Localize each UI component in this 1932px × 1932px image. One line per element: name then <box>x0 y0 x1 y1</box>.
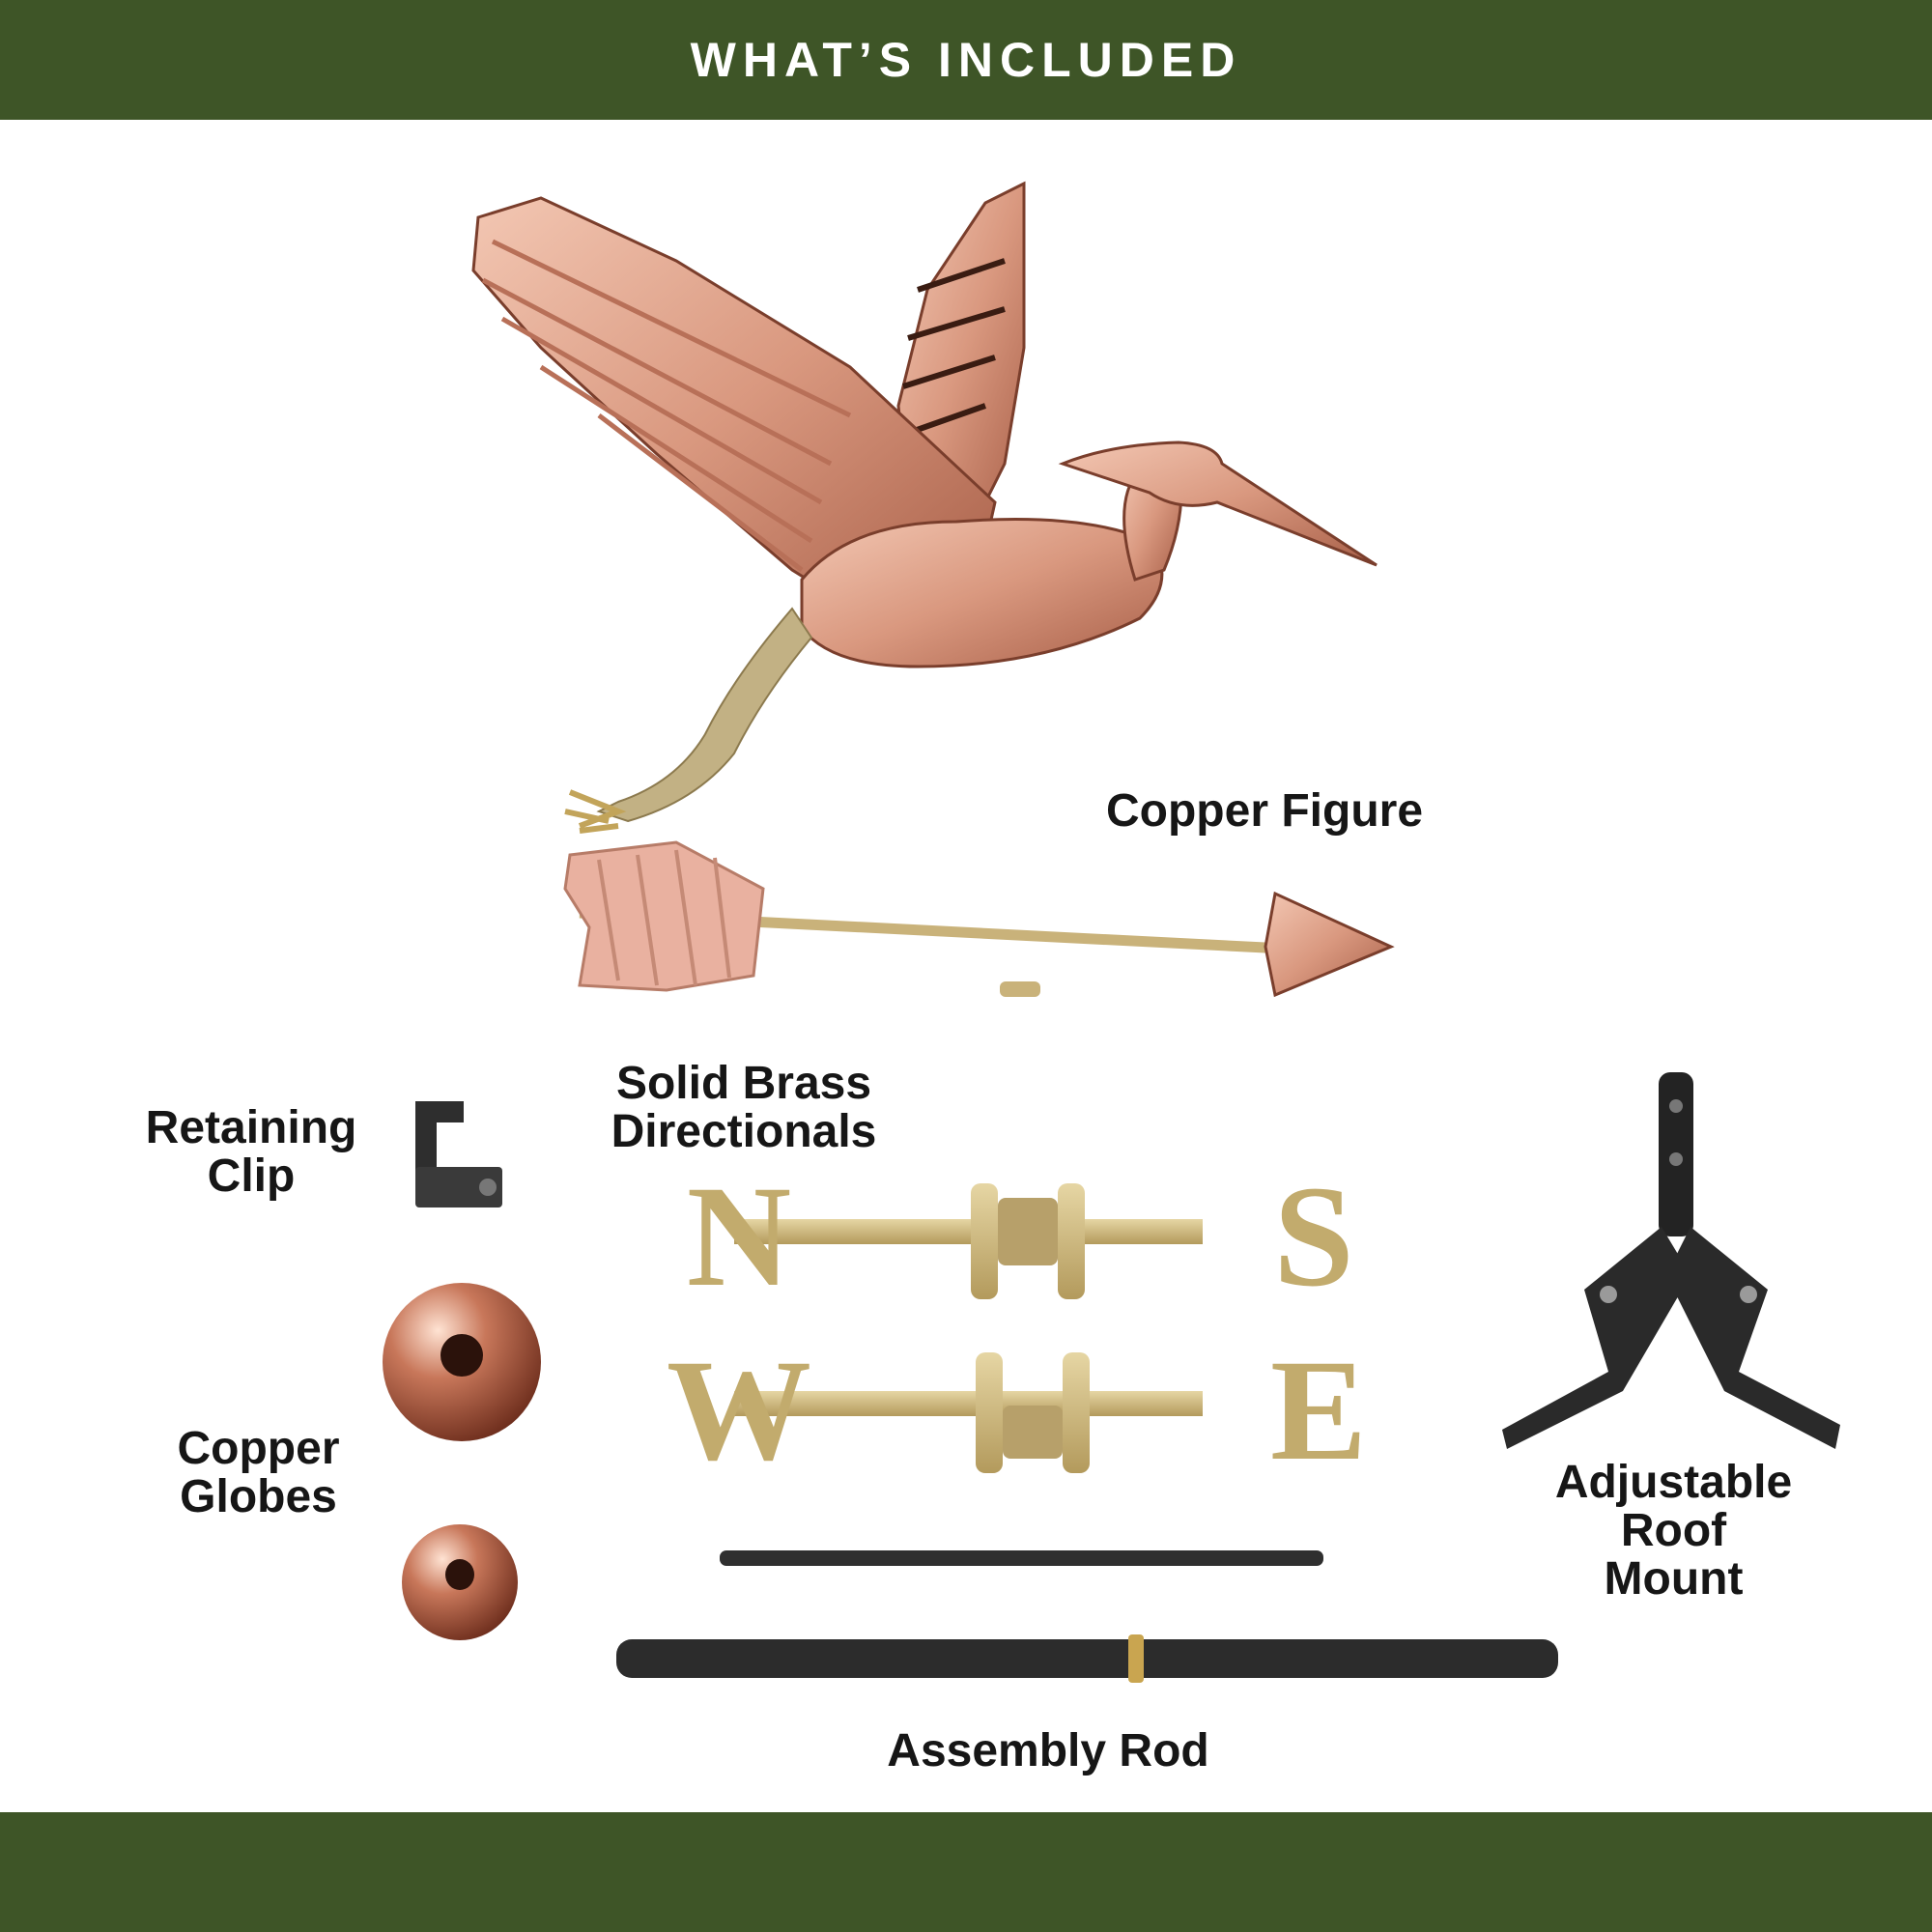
directional-letter-s: S <box>1273 1156 1354 1317</box>
retaining-clip-part <box>415 1101 502 1208</box>
label-copper-globes: Copper Globes <box>177 1423 340 1522</box>
directional-letter-w: W <box>667 1330 811 1491</box>
heron-body <box>800 518 1164 668</box>
brass-directionals-west-east <box>734 1352 1203 1473</box>
arrow-head <box>1264 891 1395 998</box>
label-copper-figure: Copper Figure <box>1106 785 1424 837</box>
assembly-rod-long <box>616 1634 1558 1683</box>
label-solid-brass-directionals: Solid Brass Directionals <box>611 1058 877 1157</box>
brass-directionals-north-south <box>734 1183 1203 1299</box>
assembly-rod-short <box>720 1550 1323 1566</box>
arrow-fletching <box>563 840 765 992</box>
heron-leg <box>596 607 813 823</box>
label-adjustable-roof-mount: Adjustable Roof Mount <box>1554 1457 1793 1605</box>
label-assembly-rod: Assembly Rod <box>887 1725 1209 1776</box>
copper-heron-figure <box>471 181 1378 834</box>
heron-claws <box>564 789 627 834</box>
header-band: WHAT’S INCLUDED <box>0 0 1932 120</box>
directional-letter-e: E <box>1269 1330 1368 1491</box>
label-retaining-clip: Retaining Clip <box>145 1102 357 1202</box>
adjustable-roof-mount-part <box>1502 1072 1840 1449</box>
copper-globes-parts <box>383 1283 541 1640</box>
footer-band <box>0 1812 1932 1932</box>
page-title: WHAT’S INCLUDED <box>690 33 1242 87</box>
directional-arrow <box>563 667 1395 998</box>
directional-letter-n: N <box>686 1156 792 1317</box>
heron-head <box>1058 440 1378 567</box>
